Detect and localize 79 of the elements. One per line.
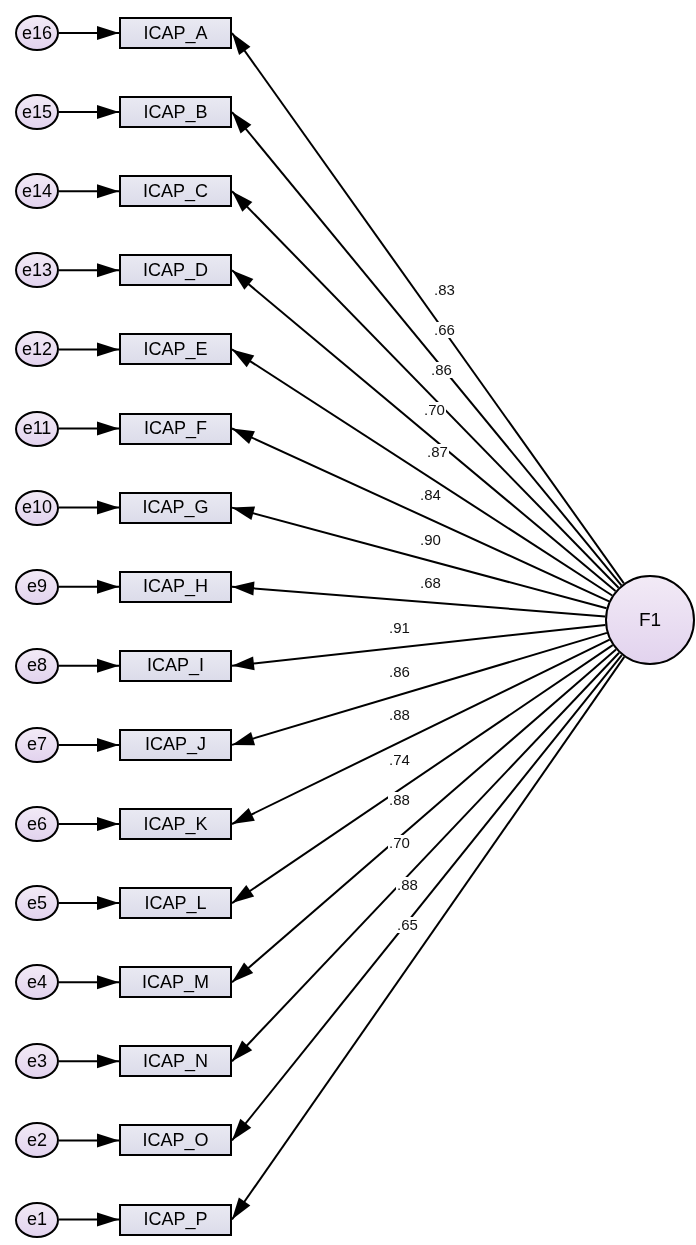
error-term-circle: e16 (15, 15, 59, 51)
arrow (58, 737, 120, 752)
arrow (58, 184, 120, 199)
observed-variable-box: ICAP_L (119, 887, 232, 920)
observed-variable-box: ICAP_I (119, 649, 232, 682)
arrow (231, 638, 611, 825)
error-term-circle: e15 (15, 94, 59, 131)
arrow (231, 623, 607, 672)
edge-label: .65 (396, 917, 419, 933)
edge-label: .86 (430, 362, 453, 378)
error-term-circle: e7 (15, 726, 59, 763)
edge-label: .66 (433, 322, 456, 338)
observed-variable-box: ICAP_M (119, 966, 232, 999)
arrow (58, 1212, 120, 1227)
error-term-circle: e13 (15, 252, 59, 289)
arrow (231, 644, 614, 905)
observed-variable-box: ICAP_J (119, 728, 232, 761)
observed-variable-box: ICAP_K (119, 808, 232, 840)
observed-variable-box: ICAP_B (119, 96, 232, 129)
arrow (58, 1054, 120, 1069)
edge-label: .91 (388, 620, 411, 636)
edge-label: .70 (423, 402, 446, 418)
observed-variable-box: ICAP_H (119, 570, 232, 603)
error-term-circle: e14 (15, 173, 59, 210)
arrow (58, 975, 120, 990)
edge-label: .84 (419, 487, 442, 503)
arrow (58, 817, 120, 831)
arrow (231, 504, 608, 610)
observed-variable-box: ICAP_A (119, 17, 232, 49)
arrow (58, 500, 120, 515)
observed-variable-box: ICAP_P (119, 1203, 232, 1236)
edge-label: .68 (419, 575, 442, 591)
error-term-circle: e6 (15, 806, 59, 842)
observed-variable-box: ICAP_O (119, 1124, 232, 1157)
arrow (231, 32, 625, 585)
observed-variable-box: ICAP_N (119, 1045, 232, 1078)
edge-label: .70 (388, 835, 411, 851)
error-term-circle: e10 (15, 489, 59, 526)
error-term-circle: e11 (15, 410, 59, 447)
arrow (58, 26, 120, 40)
edge-label: .88 (396, 877, 419, 893)
edge-label: .88 (388, 707, 411, 723)
arrow (231, 190, 620, 589)
arrow (231, 631, 608, 748)
arrow (231, 651, 621, 1063)
error-term-circle: e8 (15, 647, 59, 684)
edge-label: .88 (388, 792, 411, 808)
arrow (58, 896, 120, 911)
observed-variable-box: ICAP_G (119, 491, 232, 524)
error-term-circle: e4 (15, 964, 59, 1001)
edge-label: .83 (433, 282, 456, 298)
error-term-circle: e9 (15, 568, 59, 605)
arrow (58, 263, 120, 278)
error-term-circle: e2 (15, 1122, 59, 1159)
edge-label: .74 (388, 752, 411, 768)
arrow (58, 421, 120, 436)
arrow (58, 1133, 120, 1148)
error-term-circle: e3 (15, 1043, 59, 1080)
observed-variable-box: ICAP_D (119, 254, 232, 287)
arrow (231, 580, 607, 618)
arrow (231, 427, 611, 603)
edge-label: .90 (419, 532, 442, 548)
latent-factor-circle: F1 (605, 575, 695, 665)
arrow (58, 342, 120, 357)
observed-variable-box: ICAP_F (119, 412, 232, 445)
observed-variable-box: ICAP_C (119, 175, 232, 208)
arrow (58, 105, 120, 120)
error-term-circle: e1 (15, 1201, 59, 1238)
arrow (58, 579, 120, 594)
edge-label: .87 (426, 444, 449, 460)
arrow (231, 648, 617, 984)
observed-variable-box: ICAP_E (119, 333, 232, 366)
arrow (231, 269, 617, 593)
arrow (231, 348, 614, 597)
arrow (231, 111, 623, 587)
edge-label: .86 (388, 664, 411, 680)
arrow (58, 658, 120, 673)
error-term-circle: e12 (15, 331, 59, 368)
error-term-circle: e5 (15, 885, 59, 922)
